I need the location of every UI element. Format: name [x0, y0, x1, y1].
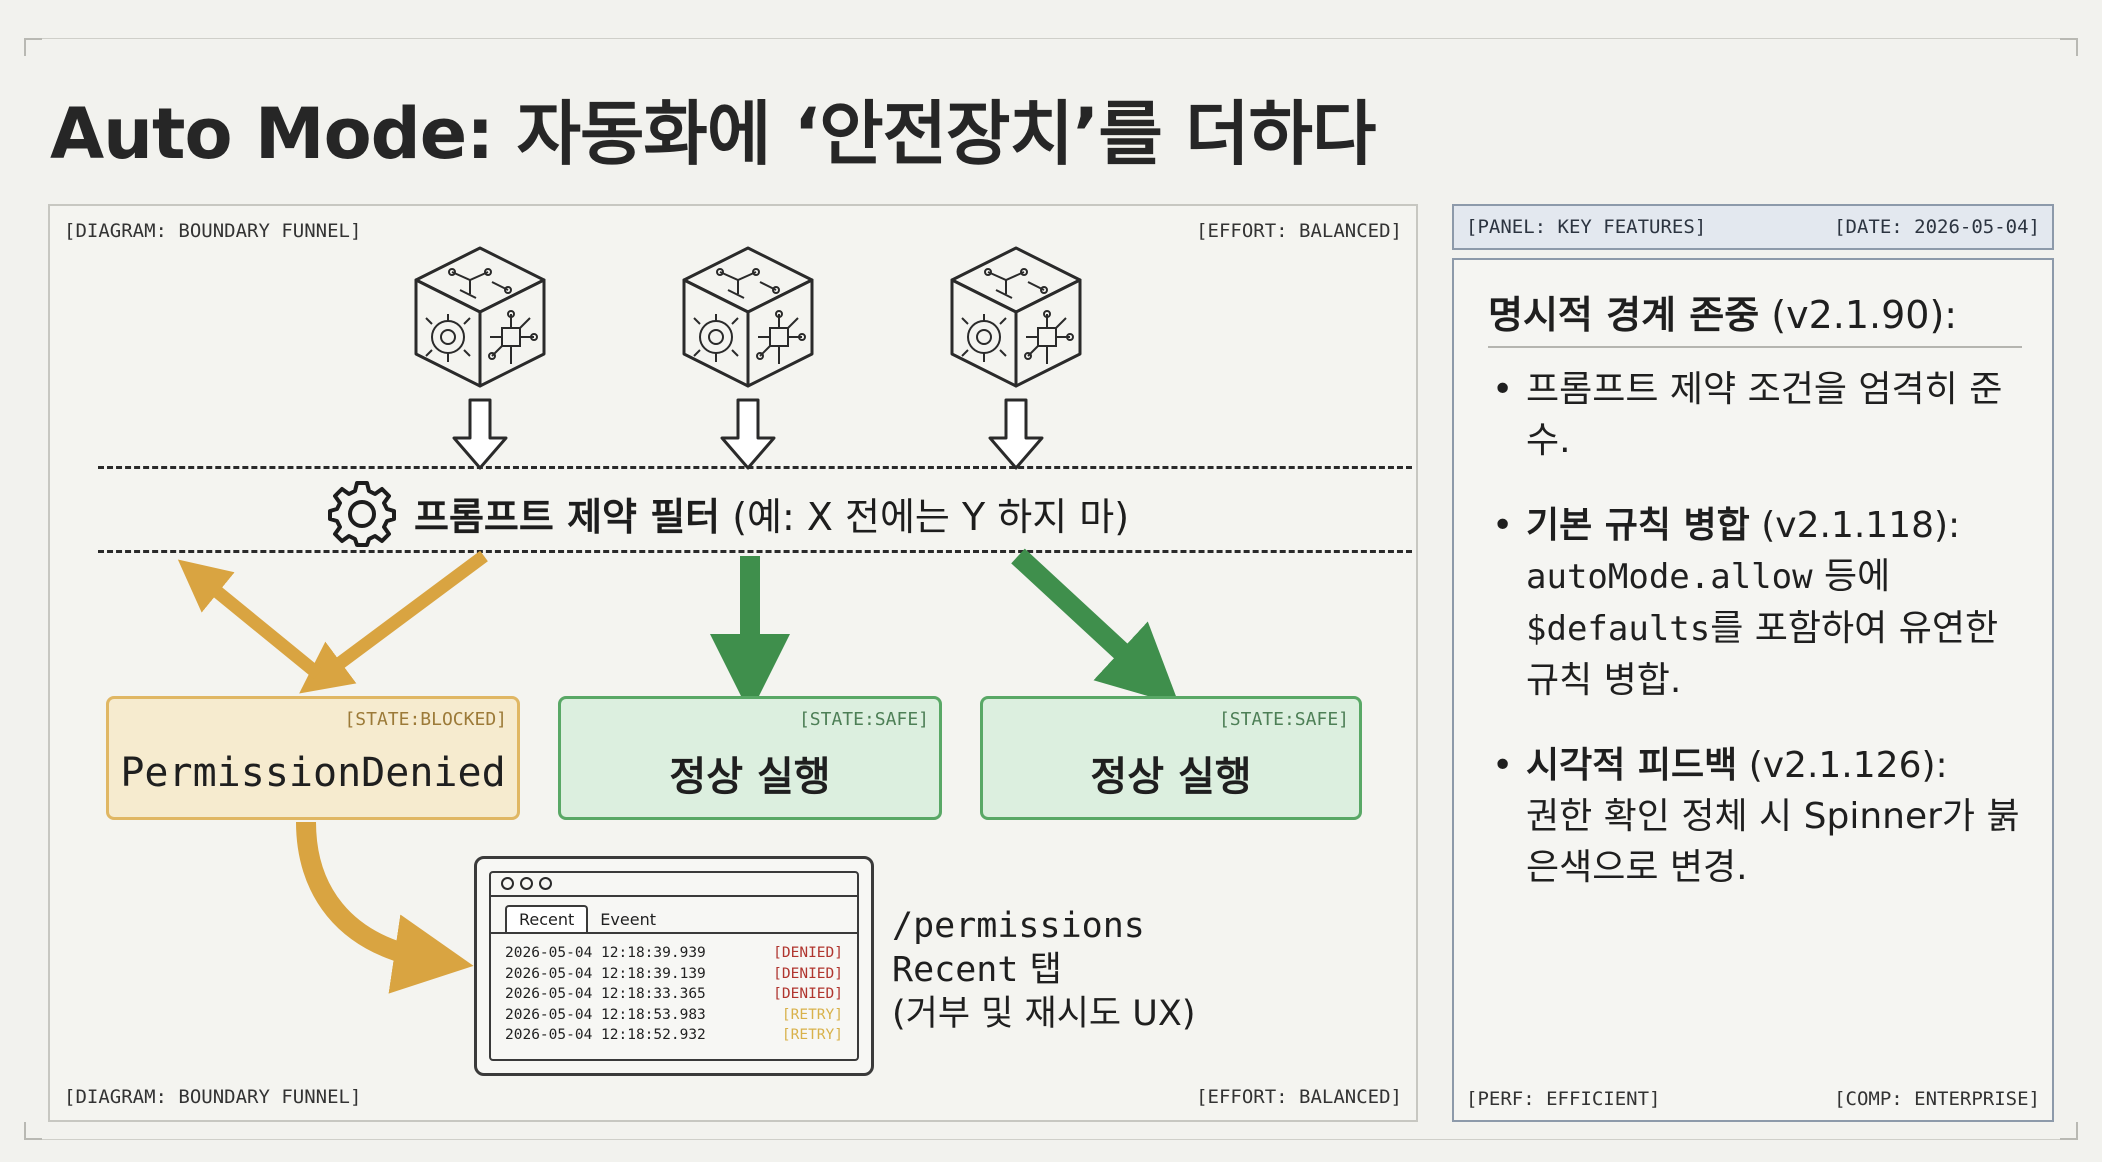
diagram-panel: [DIAGRAM: BOUNDARY FUNNEL] [EFFORT: BALA… [48, 204, 1418, 1122]
log-row: 2026-05-04 12:18:33.365 [DENIED] [505, 984, 843, 1005]
recent-tab-name: Recent [892, 950, 1019, 990]
feature-version: (v2.1.118): [1749, 505, 1961, 546]
feature-item: 기본 규칙 병합 (v2.1.118): autoMode.allow 등에 $… [1484, 500, 2024, 706]
page-title: Auto Mode: 자동화에 ‘안전장치’를 더하다 [50, 93, 1376, 175]
neural-network-cube-icon [414, 246, 546, 388]
log-timestamp: 2026-05-04 12:18:39.939 [505, 945, 706, 961]
window-dot-icon[interactable] [539, 877, 552, 890]
gear-icon [328, 481, 396, 547]
bounce-back-arrow [177, 559, 323, 680]
safe-arrow [1011, 548, 1180, 706]
down-arrow-icon [720, 398, 776, 470]
feature-text: 를 포함하여 유연한 규칙 병합. [1526, 608, 1999, 701]
log-timestamp: 2026-05-04 12:18:33.365 [505, 986, 706, 1002]
tab-recent[interactable]: Recent [505, 905, 589, 932]
state-safe-box: [STATE:SAFE] 정상 실행 [980, 696, 1362, 820]
feature-name: 기본 규칙 병합 [1526, 505, 1750, 546]
permission-log: 2026-05-04 12:18:39.939 [DENIED] 2026-05… [505, 943, 843, 1046]
neural-network-cube-icon [682, 246, 814, 388]
feature-version: (v2.1.126): [1737, 745, 1948, 786]
filter-boundary-line [98, 466, 1412, 469]
down-arrow-icon [452, 398, 508, 470]
log-timestamp: 2026-05-04 12:18:53.983 [505, 1006, 706, 1023]
permissions-command: /permissions [892, 906, 1145, 946]
feature-heading-version: (v2.1.90): [1759, 293, 1958, 337]
corner-mark [2060, 1122, 2078, 1140]
feature-heading: 명시적 경계 존중 (v2.1.90): [1488, 284, 1957, 339]
down-arrow-icon [988, 398, 1044, 470]
window-controls [501, 877, 552, 890]
denied-to-log-arrow [296, 821, 474, 994]
blocked-arrow [299, 550, 488, 694]
state-label: PermissionDenied [120, 750, 506, 796]
state-label: 정상 실행 [669, 754, 831, 800]
filter-label-example: (예: X 전에는 Y 하지 마) [720, 494, 1130, 539]
state-blocked-box: [STATE:BLOCKED] PermissionDenied [106, 696, 520, 820]
panel-tag: [PANEL: KEY FEATURES] [1466, 216, 1707, 238]
filter-label-bold: 프롬프트 제약 필터 [414, 494, 721, 539]
denied-badge: [DENIED] [773, 945, 843, 961]
neural-network-cube-icon [950, 246, 1082, 388]
window-dot-icon[interactable] [501, 877, 514, 890]
defaults-token: $defaults [1526, 609, 1711, 649]
log-row: 2026-05-04 12:18:52.932 [RETRY] [505, 1025, 843, 1046]
state-tag: [STATE:SAFE] [798, 709, 929, 730]
state-safe-box: [STATE:SAFE] 정상 실행 [558, 696, 942, 820]
effort-tag: [EFFORT: BALANCED] [1196, 220, 1402, 242]
permissions-note: /permissions Recent 탭 (거부 및 재시도 UX) [892, 904, 1195, 1036]
corner-mark [2060, 38, 2078, 56]
filter-boundary-line [98, 550, 1412, 553]
diagram-tag: [DIAGRAM: BOUNDARY FUNNEL] [64, 1086, 362, 1108]
diagram-tag: [DIAGRAM: BOUNDARY FUNNEL] [64, 220, 362, 242]
prompt-constraint-filter: 프롬프트 제약 필터 (예: X 전에는 Y 하지 마) [328, 478, 1129, 548]
comp-tag: [COMP: ENTERPRISE] [1834, 1088, 2040, 1110]
log-timestamp: 2026-05-04 12:18:52.932 [505, 1027, 706, 1043]
frame-line [42, 38, 2060, 39]
feature-text: 권한 확인 정체 시 Spinner가 붉은색으로 변경. [1526, 796, 2020, 888]
recent-tab-note: Recent 탭 [892, 948, 1195, 992]
tab-event[interactable]: Eveent [600, 910, 656, 929]
retry-badge: [RETRY] [781, 1027, 843, 1043]
permissions-window: Recent Eveent 2026-05-04 12:18:39.939 [D… [474, 856, 874, 1076]
state-label: 정상 실행 [1090, 754, 1252, 800]
window-dot-icon[interactable] [520, 877, 533, 890]
date-tag: [DATE: 2026-05-04] [1834, 216, 2040, 238]
config-key: autoMode.allow [1526, 557, 1813, 597]
feature-heading-bold: 명시적 경계 존중 [1488, 293, 1760, 337]
state-tag: [STATE:SAFE] [1218, 709, 1349, 730]
tab-suffix: 탭 [1018, 950, 1062, 990]
log-row: 2026-05-04 12:18:53.983 [RETRY] [505, 1005, 843, 1026]
perf-tag: [PERF: EFFICIENT] [1466, 1088, 1661, 1110]
state-tag: [STATE:BLOCKED] [344, 709, 507, 730]
panel-header: [PANEL: KEY FEATURES] [DATE: 2026-05-04] [1452, 204, 2054, 250]
feature-name: 시각적 피드백 [1526, 745, 1738, 786]
effort-tag: [EFFORT: BALANCED] [1196, 1086, 1402, 1108]
feature-text: 프롬프트 제약 조건을 엄격히 준수. [1526, 369, 2003, 461]
feature-item: 시각적 피드백 (v2.1.126): 권한 확인 정체 시 Spinner가 … [1484, 740, 2024, 893]
retry-badge: [RETRY] [781, 1006, 843, 1023]
corner-mark [24, 1122, 42, 1140]
log-row: 2026-05-04 12:18:39.939 [DENIED] [505, 943, 843, 964]
feature-list: 프롬프트 제약 조건을 엄격히 준수. 기본 규칙 병합 (v2.1.118):… [1484, 364, 2024, 927]
divider [1488, 346, 2022, 348]
log-timestamp: 2026-05-04 12:18:39.139 [505, 965, 706, 982]
denied-badge: [DENIED] [773, 965, 843, 982]
feature-text: 등에 [1812, 556, 1891, 597]
filter-label: 프롬프트 제약 필터 (예: X 전에는 Y 하지 마) [414, 486, 1129, 541]
frame-line [42, 1139, 2060, 1140]
tab-bar: Recent Eveent [505, 905, 668, 932]
log-row: 2026-05-04 12:18:39.139 [DENIED] [505, 964, 843, 985]
key-features-panel: 명시적 경계 존중 (v2.1.90): 프롬프트 제약 조건을 엄격히 준수.… [1452, 258, 2054, 1122]
corner-mark [24, 38, 42, 56]
feature-item: 프롬프트 제약 조건을 엄격히 준수. [1484, 364, 2024, 466]
ux-note: (거부 및 재시도 UX) [892, 994, 1196, 1034]
denied-badge: [DENIED] [773, 986, 843, 1002]
